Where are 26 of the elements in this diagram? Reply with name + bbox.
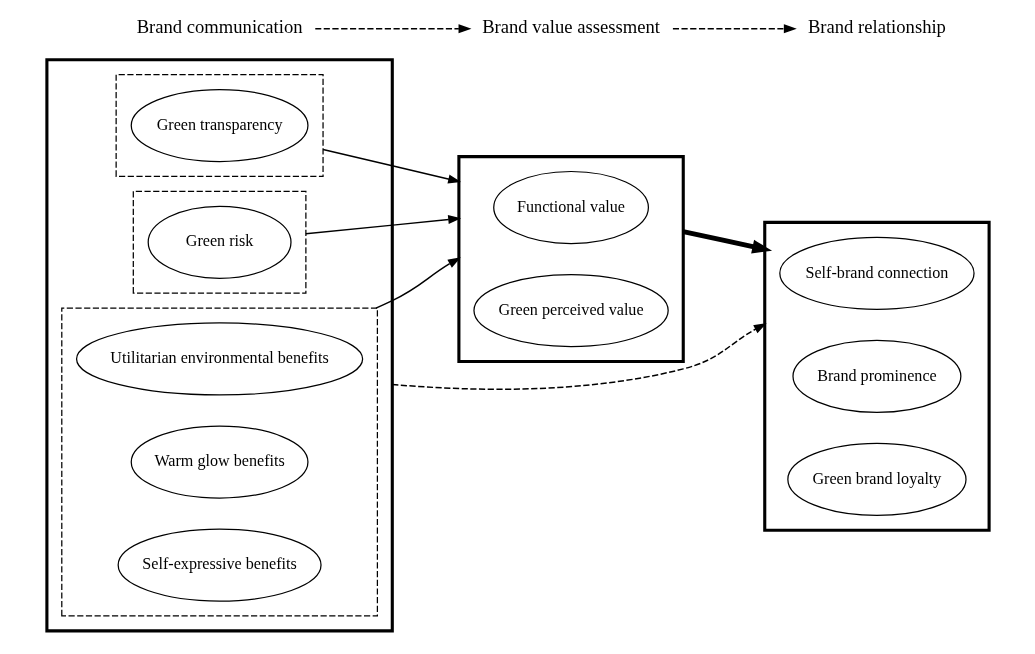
node-ellipse: Brand prominence [791,339,961,413]
node-ellipse: Warm glow benefits [130,425,309,499]
node-text: Brand communication [136,16,303,38]
cluster [60,307,378,617]
node-ellipse: Green risk [147,205,292,279]
arrow [682,229,772,254]
arrow [391,323,767,390]
cluster [762,220,991,532]
arrow [321,148,461,184]
cluster [44,58,394,633]
node-ellipse: Green perceived value [472,273,669,348]
node-text: Brand relationship [807,16,946,38]
node-text: Brand value assessment [481,16,660,38]
node-ellipse: Self-brand connection [778,236,975,310]
cluster [115,74,324,178]
arrow [374,257,461,309]
node-ellipse: Green brand loyalty [786,442,967,516]
node-ellipse: Self-expressive benefits [117,528,322,602]
node-ellipse: Utilitarian environmental benefits [75,322,363,396]
arrow [314,24,471,34]
arrow [671,24,797,34]
node-ellipse: Functional value [492,170,649,245]
node-ellipse: Green transparency [130,88,309,163]
arrow [304,215,461,235]
cluster [456,155,685,363]
cluster [132,190,306,294]
